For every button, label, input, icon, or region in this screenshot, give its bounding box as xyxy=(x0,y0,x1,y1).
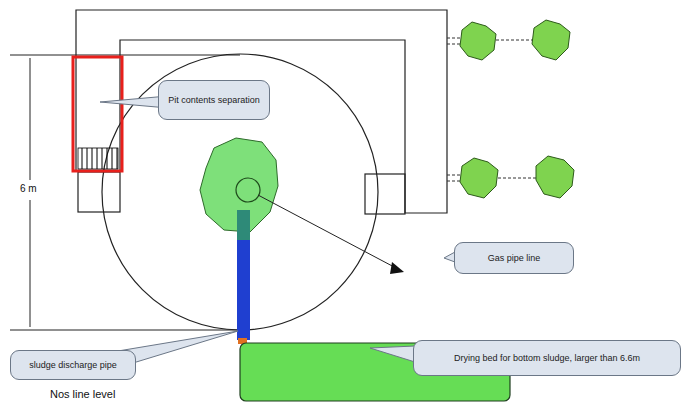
callout-text: sludge discharge pipe xyxy=(29,360,117,371)
callout-box: Pit contents separation xyxy=(158,80,270,120)
dimension-label: 6 m xyxy=(18,183,39,194)
gas-leader xyxy=(258,195,396,268)
callout-text: Drying bed for bottom sludge, larger tha… xyxy=(454,353,640,364)
discharge-pipe-top xyxy=(237,210,250,240)
callout-box: sludge discharge pipe xyxy=(10,350,136,380)
callout-text: Pit contents separation xyxy=(168,95,260,106)
callout-tails xyxy=(100,96,455,370)
gas-leader-head xyxy=(390,262,404,274)
gas-outlet xyxy=(236,178,260,202)
callout-box: Drying bed for bottom sludge, larger tha… xyxy=(413,340,681,376)
callout-text: Gas pipe line xyxy=(488,253,541,264)
trees xyxy=(447,20,574,198)
separation-pit xyxy=(73,57,122,171)
note-label: Nos line level xyxy=(48,388,117,400)
callout-box: Gas pipe line xyxy=(454,242,574,274)
pit-steps xyxy=(78,148,118,169)
discharge-pipe xyxy=(237,240,250,340)
